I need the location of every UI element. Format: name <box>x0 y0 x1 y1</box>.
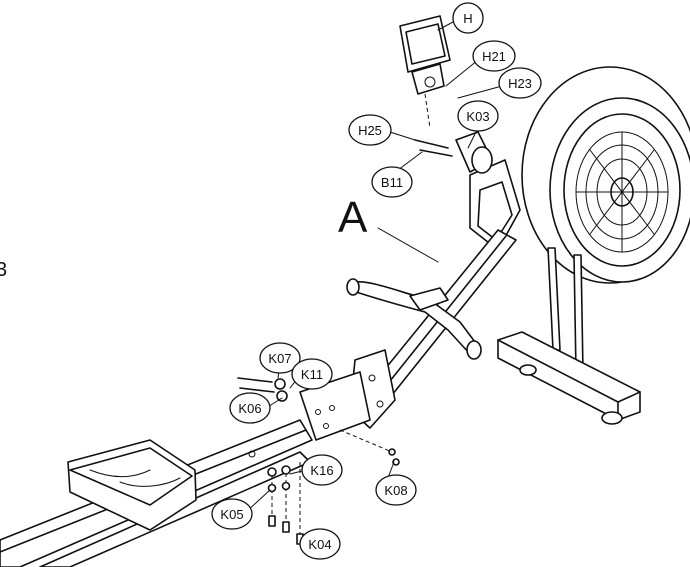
svg-text:H21: H21 <box>482 49 506 64</box>
callout-h: H <box>452 2 484 34</box>
callout-h23: H23 <box>498 67 542 99</box>
handlebar <box>346 278 482 360</box>
svg-text:K03: K03 <box>466 109 489 124</box>
hardware-bolts <box>237 139 453 545</box>
callout-h25: H25 <box>348 114 392 146</box>
svg-text:H23: H23 <box>508 76 532 91</box>
svg-text:H: H <box>463 11 472 26</box>
svg-text:K05: K05 <box>220 507 243 522</box>
callout-k08: K08 <box>375 474 417 506</box>
rear-stand <box>497 247 641 425</box>
fan-grille <box>575 131 669 253</box>
callout-k07: K07 <box>259 342 301 374</box>
svg-text:K16: K16 <box>310 463 333 478</box>
flywheel-housing <box>521 66 690 284</box>
callout-k04: K04 <box>299 528 341 560</box>
svg-text:K07: K07 <box>268 351 291 366</box>
svg-text:B11: B11 <box>381 175 403 190</box>
monitor <box>399 15 451 129</box>
svg-text:K04: K04 <box>308 537 331 552</box>
svg-text:K11: K11 <box>301 367 323 382</box>
svg-text:K06: K06 <box>238 401 261 416</box>
main-frame-label: A <box>338 193 368 242</box>
callout-k06: K06 <box>229 392 271 424</box>
callout-k11: K11 <box>291 358 333 390</box>
callout-b11: B11 <box>371 166 413 198</box>
callout-k05: K05 <box>211 498 253 530</box>
edge-mark: 3 <box>0 259 7 281</box>
svg-text:K08: K08 <box>384 483 407 498</box>
callout-k16: K16 <box>301 454 343 486</box>
svg-text:H25: H25 <box>358 123 382 138</box>
seat <box>67 439 197 531</box>
callout-h21: H21 <box>472 40 516 72</box>
callout-k03: K03 <box>457 100 499 132</box>
